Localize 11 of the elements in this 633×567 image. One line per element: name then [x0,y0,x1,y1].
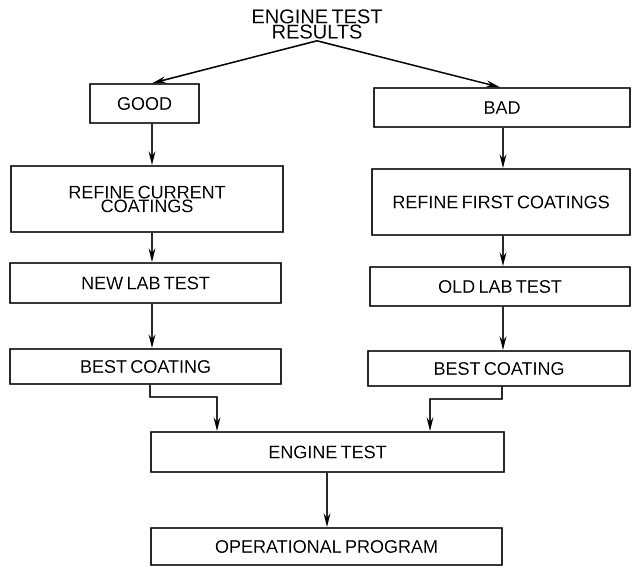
process-box: OPERATIONAL PROGRAM [150,527,503,566]
process-box: REFINE CURRENT COATINGS [10,165,284,233]
process-box: GOOD [89,83,200,124]
process-box: BAD [373,87,631,128]
process-box: BEST COATING [367,350,631,387]
heading-text: ENGINE TEST RESULTS [253,9,382,39]
process-box: NEW LAB TEST [9,262,282,304]
process-box: BEST COATING [9,348,282,385]
process-box: REFINE FIRST COATINGS [371,168,631,236]
process-box: ENGINE TEST [150,431,505,473]
process-box: OLD LAB TEST [369,266,631,307]
